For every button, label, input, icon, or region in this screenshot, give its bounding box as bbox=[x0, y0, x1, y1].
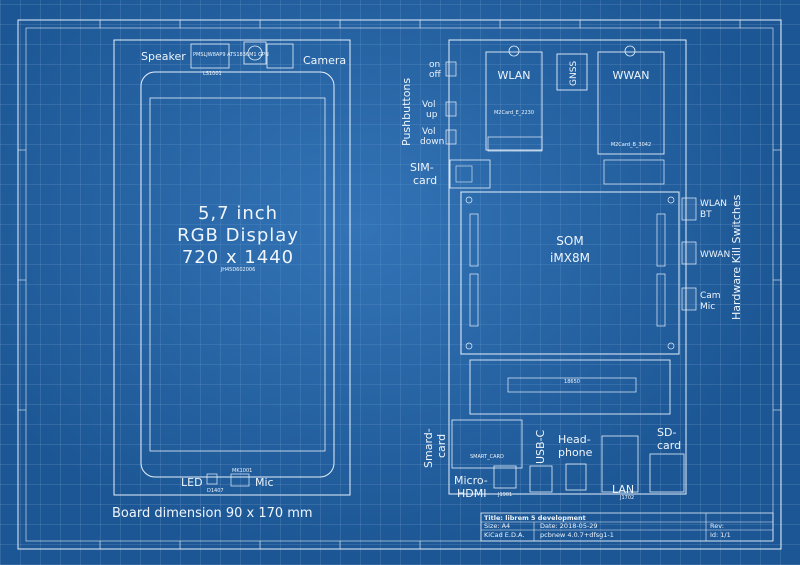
headphone-jack bbox=[565, 463, 587, 491]
speaker-label: Speaker bbox=[141, 50, 186, 63]
title-block-rev: Rev: bbox=[710, 522, 724, 530]
som-mount-holes bbox=[465, 196, 675, 350]
speaker-ref-label: LS1001 bbox=[203, 71, 222, 77]
usb-c-label: USB-C bbox=[534, 429, 547, 464]
smart-card-slot bbox=[451, 419, 523, 469]
display-active-area bbox=[149, 97, 326, 452]
pushbuttons-label: Pushbuttons bbox=[400, 78, 413, 146]
gnss-label: GNSS bbox=[569, 61, 579, 86]
display-ref-label: JH45D602006 bbox=[220, 267, 256, 273]
frame-ticks bbox=[18, 20, 781, 549]
wlan-card bbox=[485, 51, 543, 151]
wlan-bt-label-2: BT bbox=[700, 210, 712, 220]
led-ref-label: D1407 bbox=[207, 488, 224, 494]
battery-ref-label: 18650 bbox=[564, 379, 580, 385]
display-type-label: RGB Display bbox=[177, 225, 299, 246]
mic-component bbox=[230, 473, 250, 487]
camera-label: Camera bbox=[303, 54, 346, 67]
led-component bbox=[206, 473, 218, 485]
display-outline bbox=[140, 71, 335, 478]
wlan-connector bbox=[487, 136, 543, 152]
wwan-switch-label: WWAN bbox=[700, 250, 730, 260]
cam-mic-label-2: Mic bbox=[700, 302, 715, 312]
camera-connector bbox=[266, 43, 294, 69]
lan-label: LAN bbox=[612, 483, 634, 496]
title-block-date: Date: 2018-05-29 bbox=[540, 522, 598, 530]
camera-lens bbox=[247, 45, 263, 61]
display-size-label: 5,7 inch bbox=[198, 203, 278, 224]
vol-up-label-2: up bbox=[426, 110, 438, 120]
cam-mic-label-1: Cam bbox=[700, 291, 721, 301]
speaker-part-label: PMSLJW8AP9 ATS1836M1 GPN bbox=[193, 52, 269, 58]
outer-frame bbox=[17, 19, 782, 550]
mic-ref-label: MK1001 bbox=[232, 468, 252, 474]
title-block-title: Title: librem 5 development bbox=[484, 514, 586, 522]
wlan-mount-hole bbox=[508, 45, 520, 57]
cam-mic-switch bbox=[681, 287, 697, 311]
som-module bbox=[460, 191, 680, 355]
sim-slot bbox=[449, 159, 491, 189]
main-board-outline bbox=[448, 39, 687, 495]
vol-up-button bbox=[445, 101, 457, 117]
led-label: LED bbox=[181, 476, 203, 489]
wwan-connector bbox=[603, 159, 665, 185]
som-connectors bbox=[469, 213, 666, 327]
sd-card-label-1: SD- bbox=[657, 426, 676, 439]
lan-ref-label: J1702 bbox=[619, 495, 634, 501]
title-block-tool: KiCad E.D.A. bbox=[484, 531, 524, 539]
on-off-label-1: on bbox=[429, 60, 440, 70]
sim-label-2: card bbox=[413, 174, 437, 187]
on-off-label-2: off bbox=[429, 70, 442, 80]
wwan-switch bbox=[681, 241, 697, 265]
sd-card-label-2: card bbox=[657, 439, 681, 452]
vol-down-label-2: down bbox=[420, 137, 444, 147]
title-block-size: Size: A4 bbox=[484, 522, 510, 530]
microhdmi-label-1: Micro- bbox=[454, 474, 488, 487]
headphone-label-1: Head- bbox=[558, 433, 591, 446]
sd-card-slot bbox=[649, 453, 685, 493]
vol-down-button bbox=[445, 129, 457, 145]
gnss-module bbox=[556, 53, 588, 91]
speaker-component bbox=[190, 43, 230, 69]
microhdmi-label-2: HDMI bbox=[457, 487, 486, 500]
title-block-version: pcbnew 4.0.7+dfsg1-1 bbox=[540, 531, 614, 539]
wlan-bt-switch bbox=[681, 197, 697, 221]
smartcard-label-1: Smard- bbox=[422, 428, 435, 468]
lan-connector bbox=[601, 435, 639, 493]
wlan-bt-label-1: WLAN bbox=[700, 199, 727, 209]
wlan-ref-label: M2Card_E_2230 bbox=[494, 110, 534, 116]
som-label: SOM bbox=[556, 234, 583, 248]
sim-contacts bbox=[455, 165, 473, 183]
battery-holder bbox=[469, 359, 671, 415]
smartcard-label-2: card bbox=[435, 434, 448, 458]
wwan-label: WWAN bbox=[613, 69, 650, 82]
smart-card-ref-label: SMART_CARD bbox=[470, 454, 504, 460]
vol-down-label-1: Vol bbox=[422, 127, 435, 137]
board-dimension-label: Board dimension 90 x 170 mm bbox=[112, 506, 313, 521]
hw-kill-switches-label: Hardware Kill Switches bbox=[730, 194, 743, 320]
som-chip-label: iMX8M bbox=[550, 251, 590, 265]
display-resolution-label: 720 x 1440 bbox=[182, 247, 294, 268]
mic-label: Mic bbox=[255, 476, 274, 489]
wwan-card bbox=[597, 51, 665, 155]
wwan-mount-hole bbox=[624, 45, 636, 57]
battery-cell bbox=[507, 377, 637, 393]
microhdmi-ref-label: J1901 bbox=[497, 492, 512, 498]
inner-frame bbox=[25, 27, 774, 542]
title-block bbox=[480, 512, 774, 542]
vol-up-label-1: Vol bbox=[422, 100, 435, 110]
wlan-label: WLAN bbox=[497, 69, 530, 82]
title-block-id: Id: 1/1 bbox=[710, 531, 731, 539]
headphone-label-2: phone bbox=[558, 446, 593, 459]
wwan-ref-label: M2Card_B_3042 bbox=[611, 142, 651, 148]
camera-module bbox=[243, 41, 267, 65]
usb-c-connector bbox=[529, 465, 553, 493]
sim-label-1: SIM- bbox=[410, 161, 434, 174]
display-board-outline bbox=[113, 39, 351, 496]
power-button bbox=[445, 61, 457, 77]
microhdmi-connector bbox=[493, 465, 517, 489]
